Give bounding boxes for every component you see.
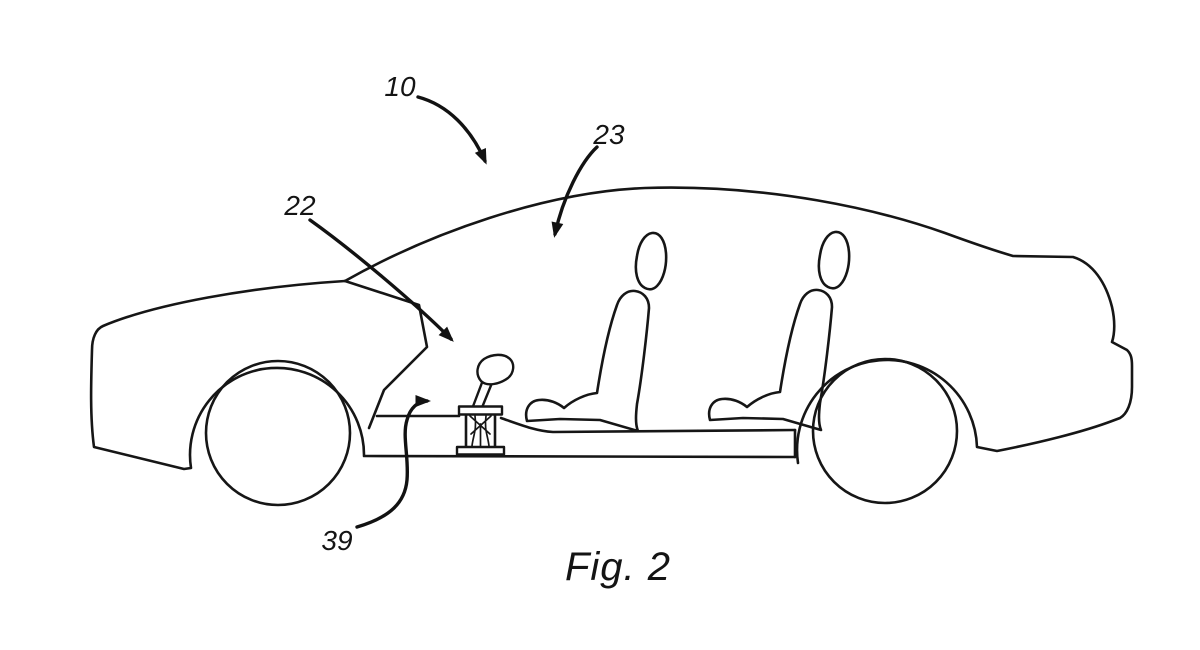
ref-label-23: 23 bbox=[592, 119, 625, 150]
front-seat bbox=[524, 231, 668, 433]
body-rear-outline bbox=[343, 186, 1134, 465]
ref-label-39: 39 bbox=[321, 525, 352, 556]
leader-arrow-22 bbox=[308, 218, 454, 342]
shifter-base-lattice bbox=[469, 415, 492, 447]
leader-arrow-10 bbox=[416, 95, 487, 165]
shifter-base-top-plate bbox=[457, 405, 504, 416]
ref-label-10: 10 bbox=[384, 71, 416, 102]
rear-seat bbox=[707, 230, 851, 432]
gear-shifter bbox=[455, 353, 515, 456]
front-seat-headrest bbox=[634, 231, 668, 291]
leader-arrows bbox=[308, 95, 599, 529]
ref-label-22: 22 bbox=[283, 190, 316, 221]
body-front-outline bbox=[89, 279, 797, 471]
rear-seat-body bbox=[707, 288, 834, 432]
floor-line-rear bbox=[499, 416, 797, 434]
front-seat-body bbox=[524, 289, 651, 433]
dashboard-line bbox=[343, 279, 429, 430]
leader-arrow-23 bbox=[551, 145, 599, 238]
front-wheel bbox=[204, 359, 352, 507]
shifter-base-bottom-plate bbox=[455, 445, 506, 456]
leader-arrow-39 bbox=[355, 395, 431, 529]
car-body bbox=[89, 186, 1134, 471]
shifter-knob bbox=[476, 353, 515, 386]
figure-caption: Fig. 2 bbox=[565, 545, 671, 589]
rear-seat-headrest bbox=[817, 230, 851, 290]
wheels bbox=[204, 357, 959, 507]
rear-wheel bbox=[811, 357, 959, 505]
